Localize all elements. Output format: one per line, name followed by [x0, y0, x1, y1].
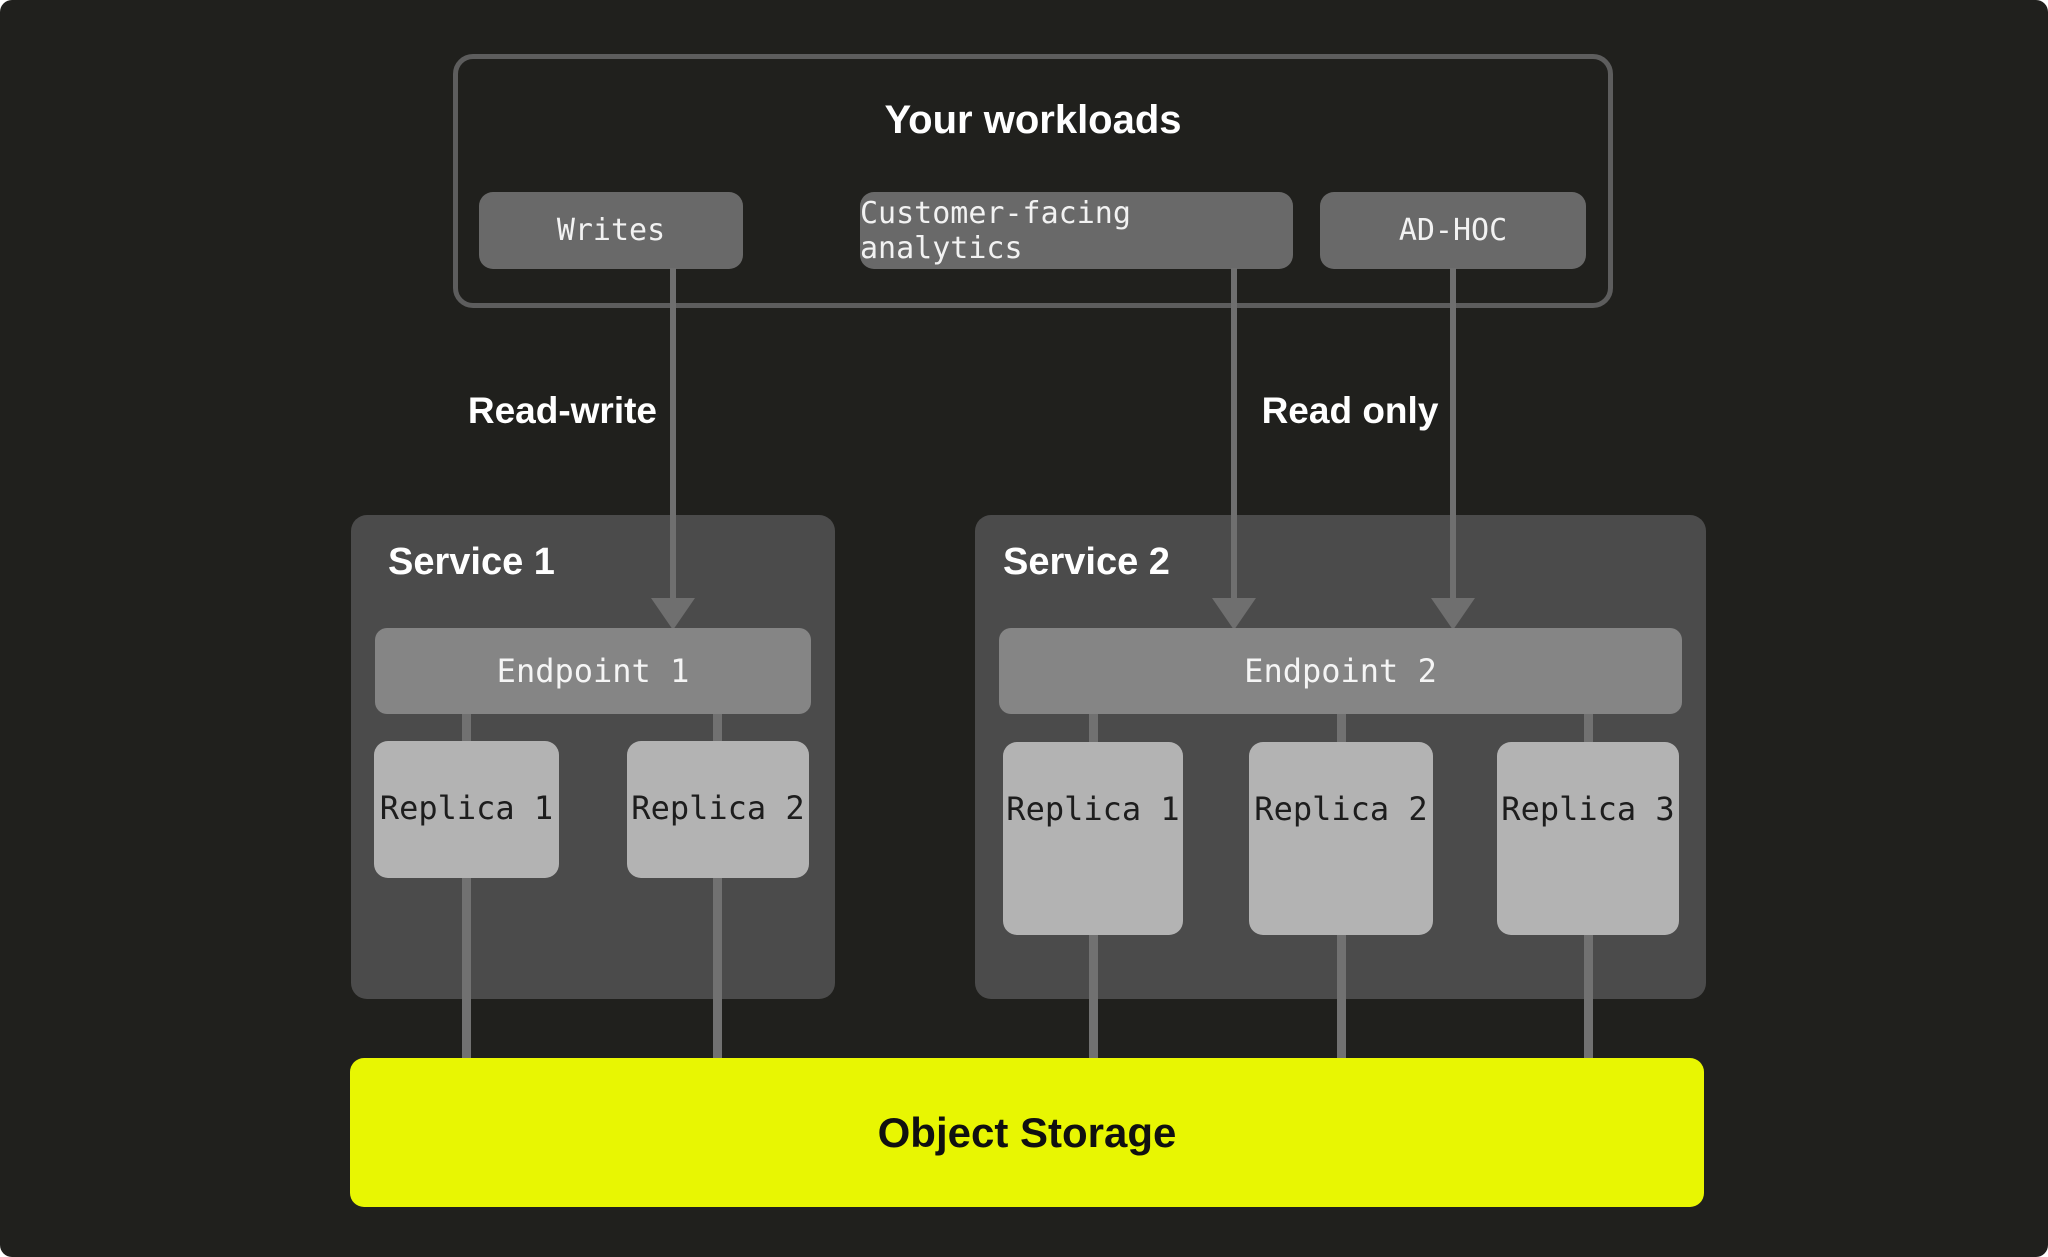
- service-2-replica-3: Replica 3: [1497, 742, 1679, 935]
- service-1-title: Service 1: [388, 541, 555, 583]
- service-2-replica-2: Replica 2: [1249, 742, 1433, 935]
- workload-chip-adhoc: AD-HOC: [1320, 192, 1586, 269]
- arrow-down-icon: [1431, 598, 1475, 630]
- service-1-replica-2: Replica 2: [627, 741, 809, 878]
- read-only-label: Read only: [1261, 390, 1439, 431]
- analytics-arrow-line: [1231, 268, 1237, 600]
- service-1-replica-1: Replica 1: [374, 741, 559, 878]
- endpoint-1: Endpoint 1: [375, 628, 811, 714]
- arrow-down-icon: [1212, 598, 1256, 630]
- arrow-down-icon: [651, 598, 695, 630]
- endpoint-2: Endpoint 2: [999, 628, 1682, 714]
- workload-chip-writes: Writes: [479, 192, 743, 269]
- service-2-replica-1: Replica 1: [1003, 742, 1183, 935]
- adhoc-arrow-line: [1450, 268, 1456, 600]
- replica-link-line: [462, 714, 471, 1058]
- replica-link-line: [713, 714, 722, 1058]
- workloads-box: [453, 54, 1613, 308]
- workload-chip-customer-facing-analytics: Customer-facing analytics: [860, 192, 1293, 269]
- object-storage-bar: Object Storage: [350, 1058, 1704, 1207]
- workloads-title: Your workloads: [884, 98, 1182, 142]
- read-write-label: Read-write: [467, 390, 657, 431]
- service-2-title: Service 2: [1003, 541, 1170, 583]
- writes-arrow-line: [670, 268, 676, 600]
